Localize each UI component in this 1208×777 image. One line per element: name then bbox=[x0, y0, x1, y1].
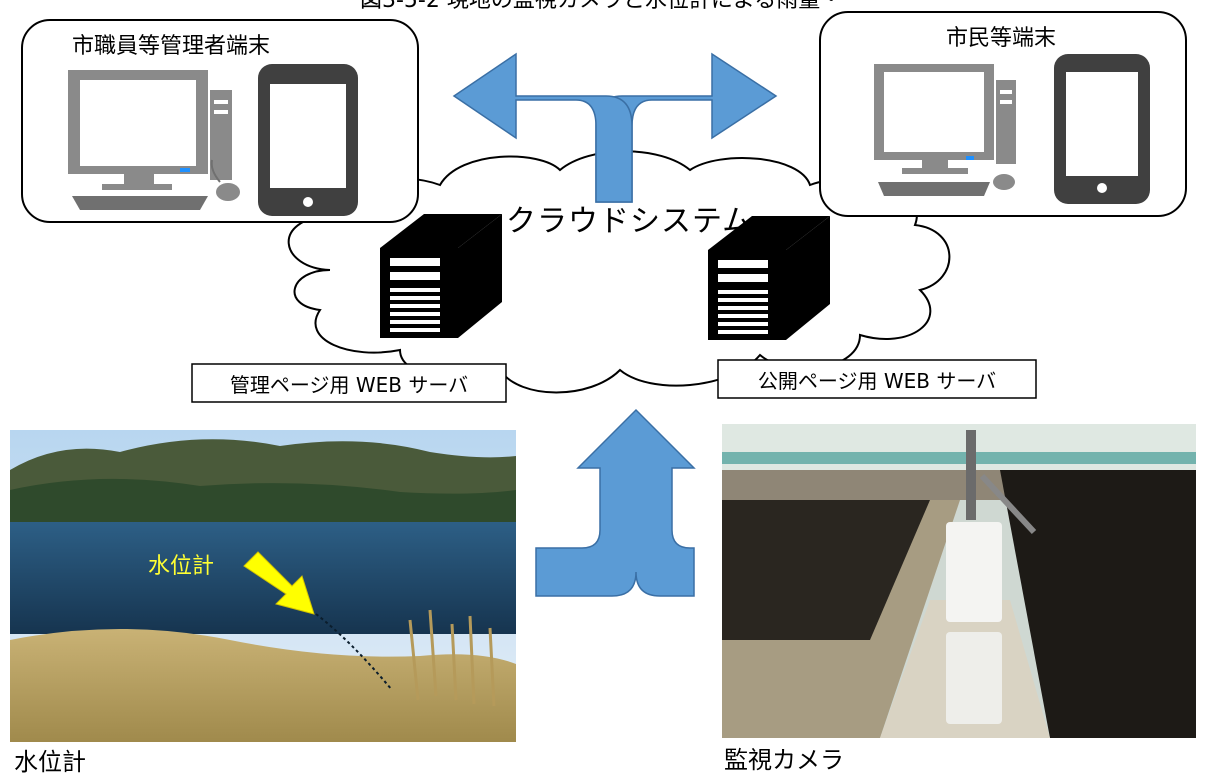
public-terminal-label: 市民等端末 bbox=[946, 26, 1057, 51]
public-tablet-icon bbox=[1054, 54, 1150, 204]
public-server-label: 公開ページ用 WEB サーバ bbox=[757, 368, 997, 393]
water-gauge-arrow-label: 水位計 bbox=[148, 554, 215, 579]
water-gauge-photo bbox=[10, 430, 516, 742]
public-server-icon bbox=[708, 216, 830, 340]
cloud-label: クラウドシステム bbox=[506, 204, 754, 239]
admin-server-label: 管理ページ用 WEB サーバ bbox=[229, 372, 469, 397]
admin-server-label-box bbox=[191, 363, 507, 403]
water-gauge-caption: 水位計 bbox=[14, 748, 86, 776]
public-server-label-box bbox=[717, 359, 1037, 399]
distribution-arrow bbox=[452, 52, 778, 203]
admin-desktop-icon bbox=[68, 70, 240, 210]
camera-photo bbox=[722, 424, 1196, 738]
admin-server-icon bbox=[380, 214, 502, 338]
public-desktop-icon bbox=[874, 64, 1016, 196]
camera-caption: 監視カメラ bbox=[724, 746, 844, 774]
admin-terminal-label: 市職員等管理者端末 bbox=[72, 34, 271, 59]
upload-arrow bbox=[535, 408, 696, 597]
figure-title: 図3-5-2 現地の監視カメラと水位計による雨量・水位等の情報システム bbox=[360, 0, 840, 12]
admin-tablet-icon bbox=[258, 64, 358, 216]
water-gauge-pointer-arrow bbox=[243, 551, 315, 615]
